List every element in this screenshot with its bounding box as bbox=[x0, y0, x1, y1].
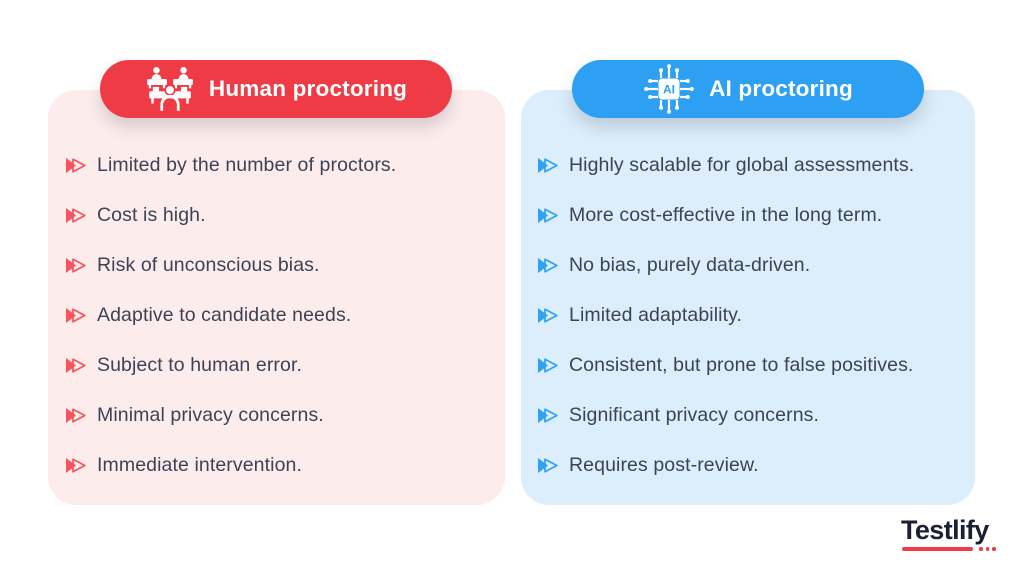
human-proctoring-card: Limited by the number of proctors. Cost … bbox=[48, 90, 505, 505]
ai-proctoring-header: AI AI proctoring bbox=[572, 60, 924, 118]
brand-underline bbox=[902, 547, 973, 551]
fast-forward-icon bbox=[65, 307, 87, 324]
list-item: Limited adaptability. bbox=[537, 301, 961, 329]
list-item: Adaptive to candidate needs. bbox=[65, 301, 491, 329]
list-item-text: Minimal privacy concerns. bbox=[97, 403, 324, 426]
fast-forward-icon bbox=[65, 257, 87, 274]
list-item: Consistent, but prone to false positives… bbox=[537, 351, 961, 379]
human-proctoring-icon bbox=[145, 66, 195, 112]
svg-text:AI: AI bbox=[663, 83, 675, 97]
fast-forward-icon bbox=[65, 207, 87, 224]
list-item-text: Consistent, but prone to false positives… bbox=[569, 353, 914, 376]
list-item-text: Limited by the number of proctors. bbox=[97, 153, 397, 176]
fast-forward-icon bbox=[537, 457, 559, 474]
list-item: Risk of unconscious bias. bbox=[65, 251, 491, 279]
ai-proctoring-title: AI proctoring bbox=[709, 76, 853, 101]
fast-forward-icon bbox=[537, 257, 559, 274]
list-item-text: Subject to human error. bbox=[97, 353, 302, 376]
testlify-logo: Testlify bbox=[901, 515, 1011, 551]
brand-name: Testlify bbox=[901, 515, 989, 545]
list-item-text: Cost is high. bbox=[97, 203, 206, 226]
brand-dots bbox=[979, 547, 996, 551]
list-item: Minimal privacy concerns. bbox=[65, 401, 491, 429]
human-proctoring-list: Limited by the number of proctors. Cost … bbox=[48, 90, 505, 479]
fast-forward-icon bbox=[537, 207, 559, 224]
list-item-text: Adaptive to candidate needs. bbox=[97, 303, 352, 326]
list-item-text: No bias, purely data-driven. bbox=[569, 253, 811, 276]
ai-proctoring-list: Highly scalable for global assessments. … bbox=[521, 90, 975, 479]
list-item: Highly scalable for global assessments. bbox=[537, 151, 961, 179]
list-item: Subject to human error. bbox=[65, 351, 491, 379]
list-item: Cost is high. bbox=[65, 201, 491, 229]
ai-proctoring-card: Highly scalable for global assessments. … bbox=[521, 90, 975, 505]
list-item-text: Significant privacy concerns. bbox=[569, 403, 820, 426]
human-proctoring-header: Human proctoring bbox=[100, 60, 452, 118]
list-item: Immediate intervention. bbox=[65, 451, 491, 479]
ai-chip-icon: AI bbox=[643, 63, 695, 115]
list-item-text: Highly scalable for global assessments. bbox=[569, 153, 915, 176]
list-item-text: Requires post-review. bbox=[569, 453, 759, 476]
list-item-text: Risk of unconscious bias. bbox=[97, 253, 320, 276]
list-item: Significant privacy concerns. bbox=[537, 401, 961, 429]
fast-forward-icon bbox=[65, 407, 87, 424]
human-proctoring-title: Human proctoring bbox=[208, 76, 408, 101]
fast-forward-icon bbox=[65, 157, 87, 174]
fast-forward-icon bbox=[537, 307, 559, 324]
list-item-text: More cost-effective in the long term. bbox=[569, 203, 883, 226]
list-item-text: Limited adaptability. bbox=[569, 303, 743, 326]
fast-forward-icon bbox=[537, 407, 559, 424]
fast-forward-icon bbox=[537, 157, 559, 174]
list-item: Limited by the number of proctors. bbox=[65, 151, 491, 179]
list-item-text: Immediate intervention. bbox=[97, 453, 302, 476]
fast-forward-icon bbox=[65, 457, 87, 474]
list-item: Requires post-review. bbox=[537, 451, 961, 479]
fast-forward-icon bbox=[537, 357, 559, 374]
list-item: No bias, purely data-driven. bbox=[537, 251, 961, 279]
list-item: More cost-effective in the long term. bbox=[537, 201, 961, 229]
fast-forward-icon bbox=[65, 357, 87, 374]
